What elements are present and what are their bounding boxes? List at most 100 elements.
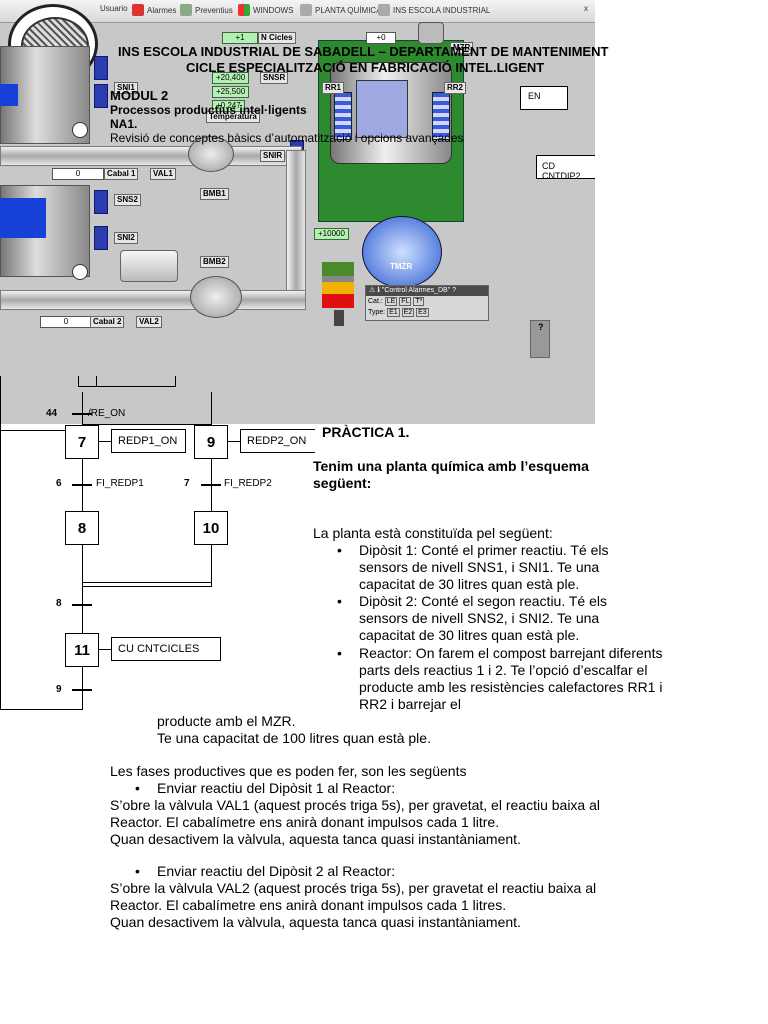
snir-label: SNIR	[260, 150, 286, 162]
pipe-riser	[286, 150, 306, 292]
toolbar-label: Usuario	[100, 4, 128, 13]
grafcet-link	[96, 376, 97, 386]
sni1-sensor	[94, 84, 108, 108]
transition-9	[72, 689, 92, 691]
step-7: 7	[65, 425, 99, 459]
transition-44	[72, 413, 92, 415]
convergence-line	[82, 582, 212, 583]
step-9: 9	[194, 425, 228, 459]
grafcet-link	[82, 545, 83, 633]
transition-9-number: 9	[56, 684, 62, 695]
bullet-reactor: Reactor: On farem el compost barrejant d…	[337, 645, 669, 713]
sns1-sensor	[94, 56, 108, 80]
val1-label: VAL1	[150, 168, 176, 180]
cd-cntdip2-box	[536, 155, 595, 179]
alarm-e3[interactable]: E3	[416, 308, 429, 317]
grafcet-loop	[0, 430, 66, 431]
val2-label: VAL2	[136, 316, 162, 328]
action-redp2-on: REDP2_ON	[240, 429, 315, 453]
snsr-label: SNSR	[260, 72, 289, 84]
pressure-gauge-1	[72, 122, 88, 138]
wrench-icon	[180, 4, 192, 16]
plus0-value: +0	[366, 32, 396, 44]
pipe-2	[0, 290, 306, 310]
fases-text: Les fases productives que es poden fer, …	[110, 763, 467, 779]
alarm-e2[interactable]: E2	[401, 308, 415, 317]
alarm-type: Type:	[368, 309, 386, 316]
bmb2-label: BMB2	[200, 256, 229, 268]
header-na: NA1.	[110, 117, 138, 131]
alarm-control-panel[interactable]: ⚠ ℹ "Control Alarmes_DB" ? Cat.: LE FL T…	[365, 285, 489, 321]
side-help[interactable]: ?	[538, 322, 544, 332]
transition-8	[72, 604, 92, 606]
action-link	[99, 441, 111, 442]
close-icon: x	[584, 4, 588, 13]
toolbar-usuario[interactable]: Usuario	[100, 4, 128, 13]
toolbar-label: INS ESCOLA INDUSTRIAL	[393, 5, 491, 15]
pressure-gauge-2	[72, 264, 88, 280]
cabal1-value: 0	[52, 168, 104, 180]
sns2-label: SNS2	[114, 194, 141, 206]
fase-2-title: Enviar reactiu del Dipòsit 2 al Reactor:	[135, 863, 395, 880]
reactor-cont-1: producte amb el MZR.	[157, 713, 296, 729]
grafcet-loop	[0, 376, 1, 710]
pump-bmb2	[190, 276, 242, 318]
tmzr-label: TMZR	[390, 262, 413, 271]
toolbar-label: WINDOWS	[253, 5, 294, 15]
toolbar-alarmes[interactable]: Alarmes	[132, 4, 176, 16]
toolbar-label: Preventius	[195, 5, 233, 15]
header-processos: Processos productius intel·ligents	[110, 103, 307, 117]
tmzr-gauge	[362, 216, 442, 288]
convergence-line	[82, 586, 212, 587]
toolbar-planta-quimica[interactable]: PLANTA QUÍMICA	[300, 4, 382, 16]
mixer-mzr-icon	[418, 22, 444, 44]
grafcet-link	[211, 545, 212, 587]
grafcet-loop	[0, 709, 82, 710]
tower-pole	[334, 310, 344, 326]
alarm-help[interactable]: ?	[452, 287, 457, 294]
toolbar-close[interactable]: x	[584, 4, 588, 13]
value-20400: +20,400	[212, 72, 250, 84]
flowmeter-tank	[120, 250, 178, 282]
en-label: EN	[528, 91, 541, 101]
transition-44-label: /RE_ON	[88, 408, 126, 419]
transition-6-number: 6	[56, 478, 62, 489]
sni2-sensor	[94, 226, 108, 250]
pipe-1	[0, 146, 302, 166]
pump-bmb1	[188, 136, 234, 172]
school-icon	[378, 4, 390, 16]
toolbar-ins-escola[interactable]: INS ESCOLA INDUSTRIAL	[378, 4, 490, 16]
temperatura-label: Temperatura	[206, 111, 260, 123]
ncicles-label: N Cicles	[258, 32, 296, 44]
alarm-e1[interactable]: E1	[387, 308, 400, 317]
fase-2-line-2: Reactor. El cabalímetre ens anirà donant…	[110, 897, 507, 913]
scada-toolbar: Usuario Alarmes Preventius WINDOWS PLANT…	[0, 0, 595, 23]
transition-6-label: FI_REDP1	[96, 478, 144, 489]
alarm-le[interactable]: LE	[384, 297, 398, 306]
fase-1-line-1: S’obre la vàlvula VAL1 (aquest procés tr…	[110, 797, 600, 813]
tank-2-level	[0, 198, 46, 238]
value-10000: +10000	[314, 228, 349, 240]
cabal2-label: Cabal 2	[90, 316, 125, 328]
windows-icon	[238, 4, 250, 16]
transition-44-number: 44	[46, 408, 58, 419]
reactor-cont-2: Te una capacitat de 100 litres quan està…	[157, 730, 431, 746]
fase-2-line-1: S’obre la vàlvula VAL2 (aquest procés tr…	[110, 880, 597, 896]
alarm-fl[interactable]: FL	[399, 297, 412, 306]
toolbar-label: PLANTA QUÍMICA	[315, 5, 382, 15]
cd-cntdip2-label: CD CNTDIP2	[542, 161, 581, 181]
mzr-label: MZR	[450, 42, 474, 54]
fase-2-line-3: Quan desactivem la vàlvula, aquesta tanc…	[110, 914, 521, 930]
fase-1-line-2: Reactor. El cabalímetre ens anirà donant…	[110, 814, 500, 830]
side-panel	[530, 320, 550, 358]
toolbar-preventius[interactable]: Preventius	[180, 4, 233, 16]
toolbar-windows[interactable]: WINDOWS	[238, 4, 293, 16]
header-line2: CICLE ESPECIALITZACIÓ EN FABRICACIÓ INTE…	[186, 60, 545, 75]
alarm-tq[interactable]: Tº	[413, 297, 425, 306]
intro-text: Tenim una planta química amb l’esquema s…	[313, 458, 589, 491]
cabal1-label: Cabal 1	[104, 168, 139, 180]
bmb1-label: BMB1	[200, 188, 229, 200]
step-10: 10	[194, 511, 228, 545]
ncicles-value: +1	[222, 32, 258, 44]
transition-7	[201, 484, 221, 486]
